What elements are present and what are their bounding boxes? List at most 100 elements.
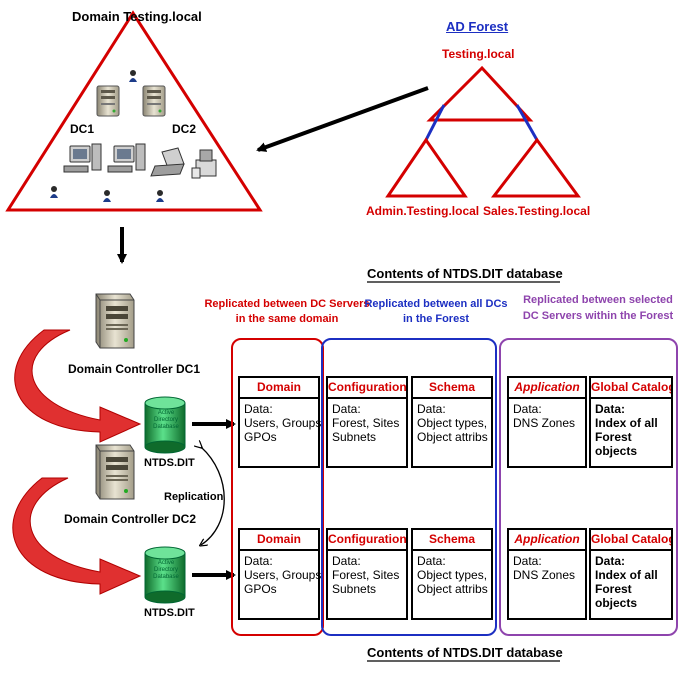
partition-body: Data: Forest, Sites Subnets xyxy=(328,551,406,599)
partition-line: Data: xyxy=(595,402,626,416)
dc2-server-icon xyxy=(142,85,166,117)
db-icon-caption-line: Database xyxy=(153,424,179,430)
laptop-icon xyxy=(150,147,185,177)
contents-title-bottom: Contents of NTDS.DIT database xyxy=(367,645,563,660)
partition-line: Data: xyxy=(244,554,273,568)
db-icon-caption-2: Active Directory Database xyxy=(148,560,184,581)
group-label-line: Replicated between DC Servers xyxy=(204,298,370,310)
replication-label: Replication xyxy=(164,491,224,503)
partition-global-catalog-top: Global Catalog Data: Index of all Forest… xyxy=(589,376,673,468)
partition-body: Data: Users, Groups GPOs xyxy=(240,551,321,599)
group-label-line: Replicated between selected xyxy=(523,294,673,306)
group-label-line: in the same domain xyxy=(235,313,339,325)
db-icon-caption-line: Active xyxy=(157,410,175,416)
ntds-label-2: NTDS.DIT xyxy=(144,607,195,619)
workstation-icon xyxy=(63,143,102,173)
group-label-selected: Replicated between selected DC Servers w… xyxy=(516,292,680,324)
workstation-icon xyxy=(107,143,146,173)
forest-to-domain-arrow xyxy=(256,86,429,152)
partition-line: GPOs xyxy=(244,582,277,596)
group-label-line: in the Forest xyxy=(402,313,469,325)
db-icon-caption-line: Directory xyxy=(153,417,178,423)
contents-title-top: Contents of NTDS.DIT database xyxy=(367,266,563,281)
partition-title: Application xyxy=(509,378,585,399)
partition-title: Application xyxy=(509,530,585,551)
partition-line: Data: xyxy=(417,402,446,416)
partition-line: Object types, xyxy=(417,568,488,582)
group-label-line: Replicated between all DCs xyxy=(364,298,508,310)
partition-title: Schema xyxy=(413,530,491,551)
partition-line: Forest, Sites xyxy=(332,568,400,582)
partition-line: Index of all xyxy=(595,568,658,582)
partition-title: Configuration xyxy=(328,530,406,551)
partition-body: Data: Object types, Object attribs xyxy=(413,551,491,599)
partition-body: Data: Users, Groups GPOs xyxy=(240,399,322,447)
group-frame-forest xyxy=(321,338,497,636)
partition-line: Users, Groups xyxy=(244,416,322,430)
forest-root-label: Testing.local xyxy=(442,47,515,61)
partition-line: Data: xyxy=(332,554,361,568)
db-icon-caption-line: Directory xyxy=(153,567,178,573)
partition-title: Global Catalog xyxy=(591,530,671,551)
group-label-line: DC Servers within the Forest xyxy=(522,310,674,322)
partition-global-catalog-bottom: Global Catalog Data: Index of all Forest… xyxy=(589,528,673,620)
dc1-big-server-icon xyxy=(95,293,135,349)
forest-title: AD Forest xyxy=(446,19,509,34)
group-frame-domain xyxy=(231,338,324,636)
dc1-label: DC1 xyxy=(70,122,95,136)
dc1-server-icon xyxy=(96,85,120,117)
partition-line: Forest xyxy=(595,430,632,444)
partition-application-top: Application Data: DNS Zones xyxy=(507,376,587,468)
partition-configuration-bottom: Configuration Data: Forest, Sites Subnet… xyxy=(326,528,408,620)
partition-line: Object types, xyxy=(417,416,488,430)
partition-line: Data: xyxy=(417,554,446,568)
db-icon-caption-1: Active Directory Database xyxy=(148,410,184,431)
partition-line: GPOs xyxy=(244,430,277,444)
ntds-label-1: NTDS.DIT xyxy=(144,457,195,469)
partition-domain-top: Domain Data: Users, Groups GPOs xyxy=(238,376,322,468)
db-icon-caption-line: Active xyxy=(157,560,175,566)
partition-line: Data: xyxy=(244,402,273,416)
dc2-label: DC2 xyxy=(172,122,197,136)
printer-icon xyxy=(191,149,217,179)
partition-body: Data: DNS Zones xyxy=(509,551,585,585)
dc2-controller-label: Domain Controller DC2 xyxy=(64,512,197,526)
partition-domain-bottom: Domain Data: Users, Groups GPOs xyxy=(238,528,321,620)
partition-title: Domain xyxy=(240,378,318,399)
replication-arrow xyxy=(201,447,225,545)
domain-triangle xyxy=(5,10,263,212)
group-frame-selected xyxy=(499,338,678,636)
partition-line: Data: xyxy=(513,402,542,416)
partition-line: Index of all xyxy=(595,416,658,430)
partition-line: Object attribs xyxy=(417,582,488,596)
partition-title: Configuration xyxy=(328,378,406,399)
user-icon xyxy=(156,190,164,202)
group-label-forest: Replicated between all DCs in the Forest xyxy=(362,297,510,327)
partition-line: Data: xyxy=(595,554,626,568)
user-icon xyxy=(129,70,137,82)
user-icon xyxy=(103,190,111,202)
user-icon xyxy=(50,186,58,198)
forest-child-sales-label: Sales.Testing.local xyxy=(483,204,591,218)
partition-line: Subnets xyxy=(332,430,377,444)
partition-body: Data: Forest, Sites Subnets xyxy=(328,399,406,447)
partition-body: Data: Index of all Forest objects xyxy=(591,399,671,461)
db-icon-caption-line: Database xyxy=(153,574,179,580)
group-label-domain: Replicated between DC Servers in the sam… xyxy=(204,297,370,327)
partition-schema-top: Schema Data: Object types, Object attrib… xyxy=(411,376,493,468)
partition-line: objects xyxy=(595,596,638,610)
domain-title: Domain Testing.local xyxy=(72,9,202,24)
partition-application-bottom: Application Data: DNS Zones xyxy=(507,528,587,620)
partition-title: Global Catalog xyxy=(591,378,671,399)
forest-tree xyxy=(385,65,581,198)
partition-body: Data: Object types, Object attribs xyxy=(413,399,491,447)
dc1-controller-label: Domain Controller DC1 xyxy=(68,362,201,376)
partition-line: Forest xyxy=(595,582,632,596)
partition-title: Domain xyxy=(240,530,318,551)
red-curved-arrow-2 xyxy=(12,477,142,595)
partition-line: DNS Zones xyxy=(513,568,576,582)
partition-line: Data: xyxy=(332,402,361,416)
partition-schema-bottom: Schema Data: Object types, Object attrib… xyxy=(411,528,493,620)
partition-line: Object attribs xyxy=(417,430,488,444)
